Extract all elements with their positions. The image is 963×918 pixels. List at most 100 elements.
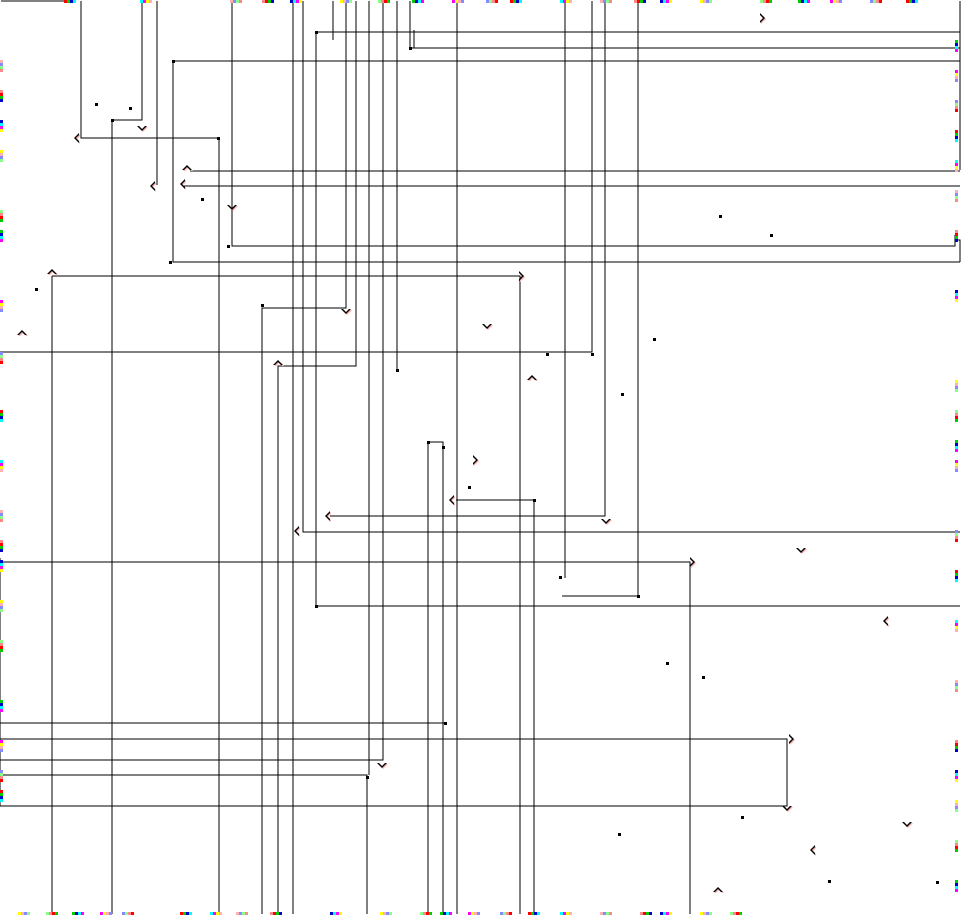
edge-port	[955, 740, 958, 743]
edge-port	[0, 355, 3, 358]
junction-node-25	[315, 605, 318, 608]
edge-port	[955, 440, 958, 443]
edge-port	[0, 549, 3, 552]
edge-port	[418, 0, 421, 3]
chevron-marker-26	[810, 845, 816, 856]
edge-port	[646, 912, 649, 915]
junction-node-29	[366, 776, 369, 779]
edge-port	[640, 912, 643, 915]
edge-port	[955, 779, 958, 782]
edge-port	[516, 0, 519, 3]
edge-port	[0, 510, 3, 513]
edge-port	[955, 579, 958, 582]
chevron-shape	[325, 511, 330, 521]
junction-node-9	[169, 261, 172, 264]
edge-port	[706, 912, 709, 915]
edge-port	[955, 296, 958, 299]
edge-port	[0, 566, 3, 569]
edge-port	[412, 0, 415, 3]
node-layer	[17, 13, 939, 893]
edge-port	[955, 136, 958, 139]
edge-port	[955, 469, 958, 472]
edge-port	[955, 193, 958, 196]
edge-port	[72, 912, 75, 915]
edge-port	[446, 912, 449, 915]
edge-port	[236, 0, 239, 3]
edge-port	[0, 413, 3, 416]
edge-port	[700, 912, 703, 915]
edge-port	[804, 0, 807, 3]
edge-port	[122, 912, 125, 915]
edge-port	[0, 416, 3, 419]
junction-node-16	[653, 338, 656, 341]
edge-port	[452, 0, 455, 3]
edge-port	[955, 383, 958, 386]
edge-port	[955, 166, 958, 169]
edge-port	[103, 912, 106, 915]
edge-port	[0, 63, 3, 66]
edge-port	[643, 0, 646, 3]
edge-port	[736, 912, 739, 915]
edge-port	[0, 779, 3, 782]
edge-port	[443, 912, 446, 915]
edge-port	[183, 912, 186, 915]
junction-node-30	[741, 816, 744, 819]
edge-port	[0, 309, 3, 312]
edge-port	[140, 0, 143, 3]
edge-port	[733, 912, 736, 915]
chevron-marker-21	[883, 616, 889, 627]
edge-port	[0, 352, 3, 355]
edge-port	[955, 386, 958, 389]
chevron-shape	[74, 133, 79, 143]
edge-port	[955, 76, 958, 79]
edge-port	[706, 0, 709, 3]
edge-port	[649, 912, 652, 915]
chevron-marker-4	[150, 181, 156, 192]
edge-port	[955, 689, 958, 692]
edge-port	[0, 93, 3, 96]
edge-port	[0, 358, 3, 361]
wire-path-24	[52, 275, 521, 914]
edge-port	[955, 800, 958, 803]
edge-port	[131, 912, 134, 915]
wire-path-1	[80, 1, 220, 914]
chevron-shape	[294, 526, 299, 536]
edge-port	[146, 0, 149, 3]
edge-port	[46, 912, 49, 915]
edge-port	[955, 290, 958, 293]
chevron-marker-16	[325, 511, 331, 522]
wire-path-2	[111, 1, 143, 914]
edge-port	[0, 799, 3, 802]
chevron-shape	[482, 324, 492, 329]
edge-port	[500, 912, 503, 915]
edge-port	[912, 0, 915, 3]
edge-port	[763, 0, 766, 3]
junction-node-14	[546, 353, 549, 356]
edge-port	[955, 196, 958, 199]
junction-node-17	[396, 369, 399, 372]
edge-port	[0, 790, 3, 793]
edge-port	[495, 0, 498, 3]
edge-port	[420, 912, 423, 915]
edge-port	[236, 912, 239, 915]
junction-node-15	[591, 353, 594, 356]
edge-port	[0, 709, 3, 712]
edge-port	[609, 0, 612, 3]
chevron-marker-8	[519, 271, 525, 282]
chevron-shape	[519, 271, 524, 281]
edge-port	[186, 912, 189, 915]
edge-port	[955, 886, 958, 889]
edge-port	[506, 912, 509, 915]
junction-node-11	[770, 234, 773, 237]
edge-port	[486, 0, 489, 3]
edge-port	[643, 912, 646, 915]
edge-port	[492, 0, 495, 3]
edge-port	[955, 239, 958, 242]
edge-port	[663, 912, 666, 915]
edge-port	[0, 516, 3, 519]
edge-port	[0, 219, 3, 222]
edge-port	[955, 109, 958, 112]
edge-port	[0, 300, 3, 303]
edge-port	[955, 533, 958, 536]
